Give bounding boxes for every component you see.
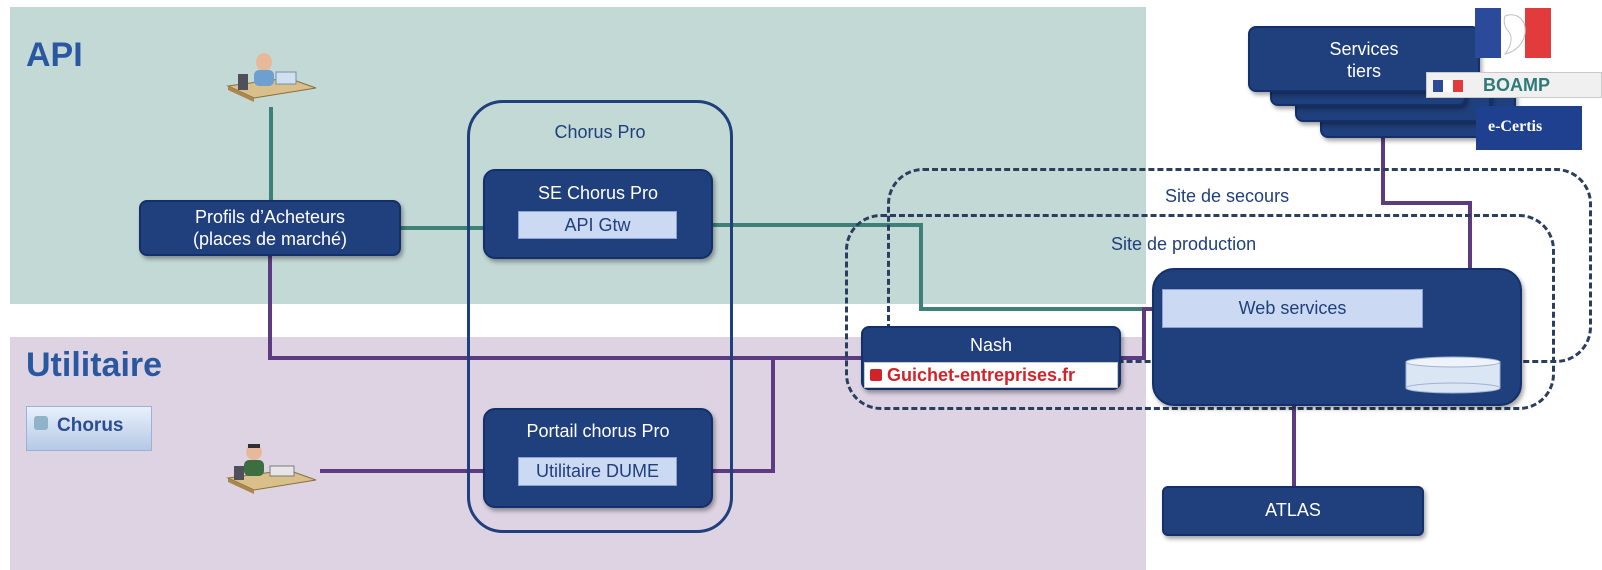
- web-services-box: Web services: [1162, 289, 1423, 328]
- portail-chorus-pro-label: Portail chorus Pro: [526, 421, 670, 441]
- web-services-label: Web services: [1238, 298, 1347, 318]
- operator-user-icon: [224, 444, 320, 494]
- chorus-pro-group: [467, 100, 733, 533]
- chorus-pro-group-label: Chorus Pro: [554, 122, 646, 142]
- api-gtw-box: API Gtw: [518, 211, 677, 239]
- atlas-box: ATLAS: [1162, 486, 1424, 536]
- apigtw-to-webservices-line: [677, 223, 1162, 311]
- utilitaire-dume-box: Utilitaire DUME: [518, 457, 677, 486]
- ecertis-logo: e-Certis: [1476, 106, 1582, 150]
- chorus-logo-mark-icon: [34, 416, 48, 430]
- boamp-logo: BOAMP: [1426, 72, 1602, 98]
- profils-line2: (places de marché): [192, 229, 348, 249]
- marianne-logo: [1475, 8, 1551, 58]
- guichet-logo-text: Guichet-entreprises.fr: [887, 365, 1076, 385]
- site-production-box: [845, 214, 1555, 410]
- profils-acheteurs-box: Profils d’Acheteurs (places de marché): [139, 200, 401, 256]
- chorus-logo-text: Chorus: [57, 415, 124, 436]
- se-chorus-pro-label: SE Chorus Pro: [537, 183, 659, 203]
- boamp-flag-icon: [1433, 80, 1463, 92]
- nash-label: Nash: [969, 335, 1013, 355]
- database-icon: [1405, 356, 1501, 394]
- utilitaire-title: Utilitaire: [26, 346, 163, 384]
- site-secours-label: Site de secours: [1165, 186, 1290, 206]
- site-production-label: Site de production: [1111, 234, 1257, 254]
- boamp-text: BOAMP: [1483, 75, 1550, 95]
- services-tiers-line2: tiers: [1346, 61, 1381, 81]
- guichet-entreprises-logo: Guichet-entreprises.fr: [864, 362, 1118, 388]
- chorus-logo: Chorus: [26, 406, 152, 451]
- utilitaire-dume-label: Utilitaire DUME: [535, 461, 659, 481]
- profils-line1: Profils d’Acheteurs: [194, 207, 346, 227]
- api-gtw-label: API Gtw: [564, 215, 631, 235]
- guichet-logo-icon: [870, 369, 882, 381]
- ecertis-text: e-Certis: [1488, 118, 1543, 135]
- atlas-label: ATLAS: [1265, 500, 1321, 520]
- api-title: API: [26, 36, 83, 74]
- services-tiers-line1: Services: [1329, 39, 1399, 59]
- profils-to-nash-line: [268, 256, 861, 360]
- buyer-user-icon: [224, 52, 320, 102]
